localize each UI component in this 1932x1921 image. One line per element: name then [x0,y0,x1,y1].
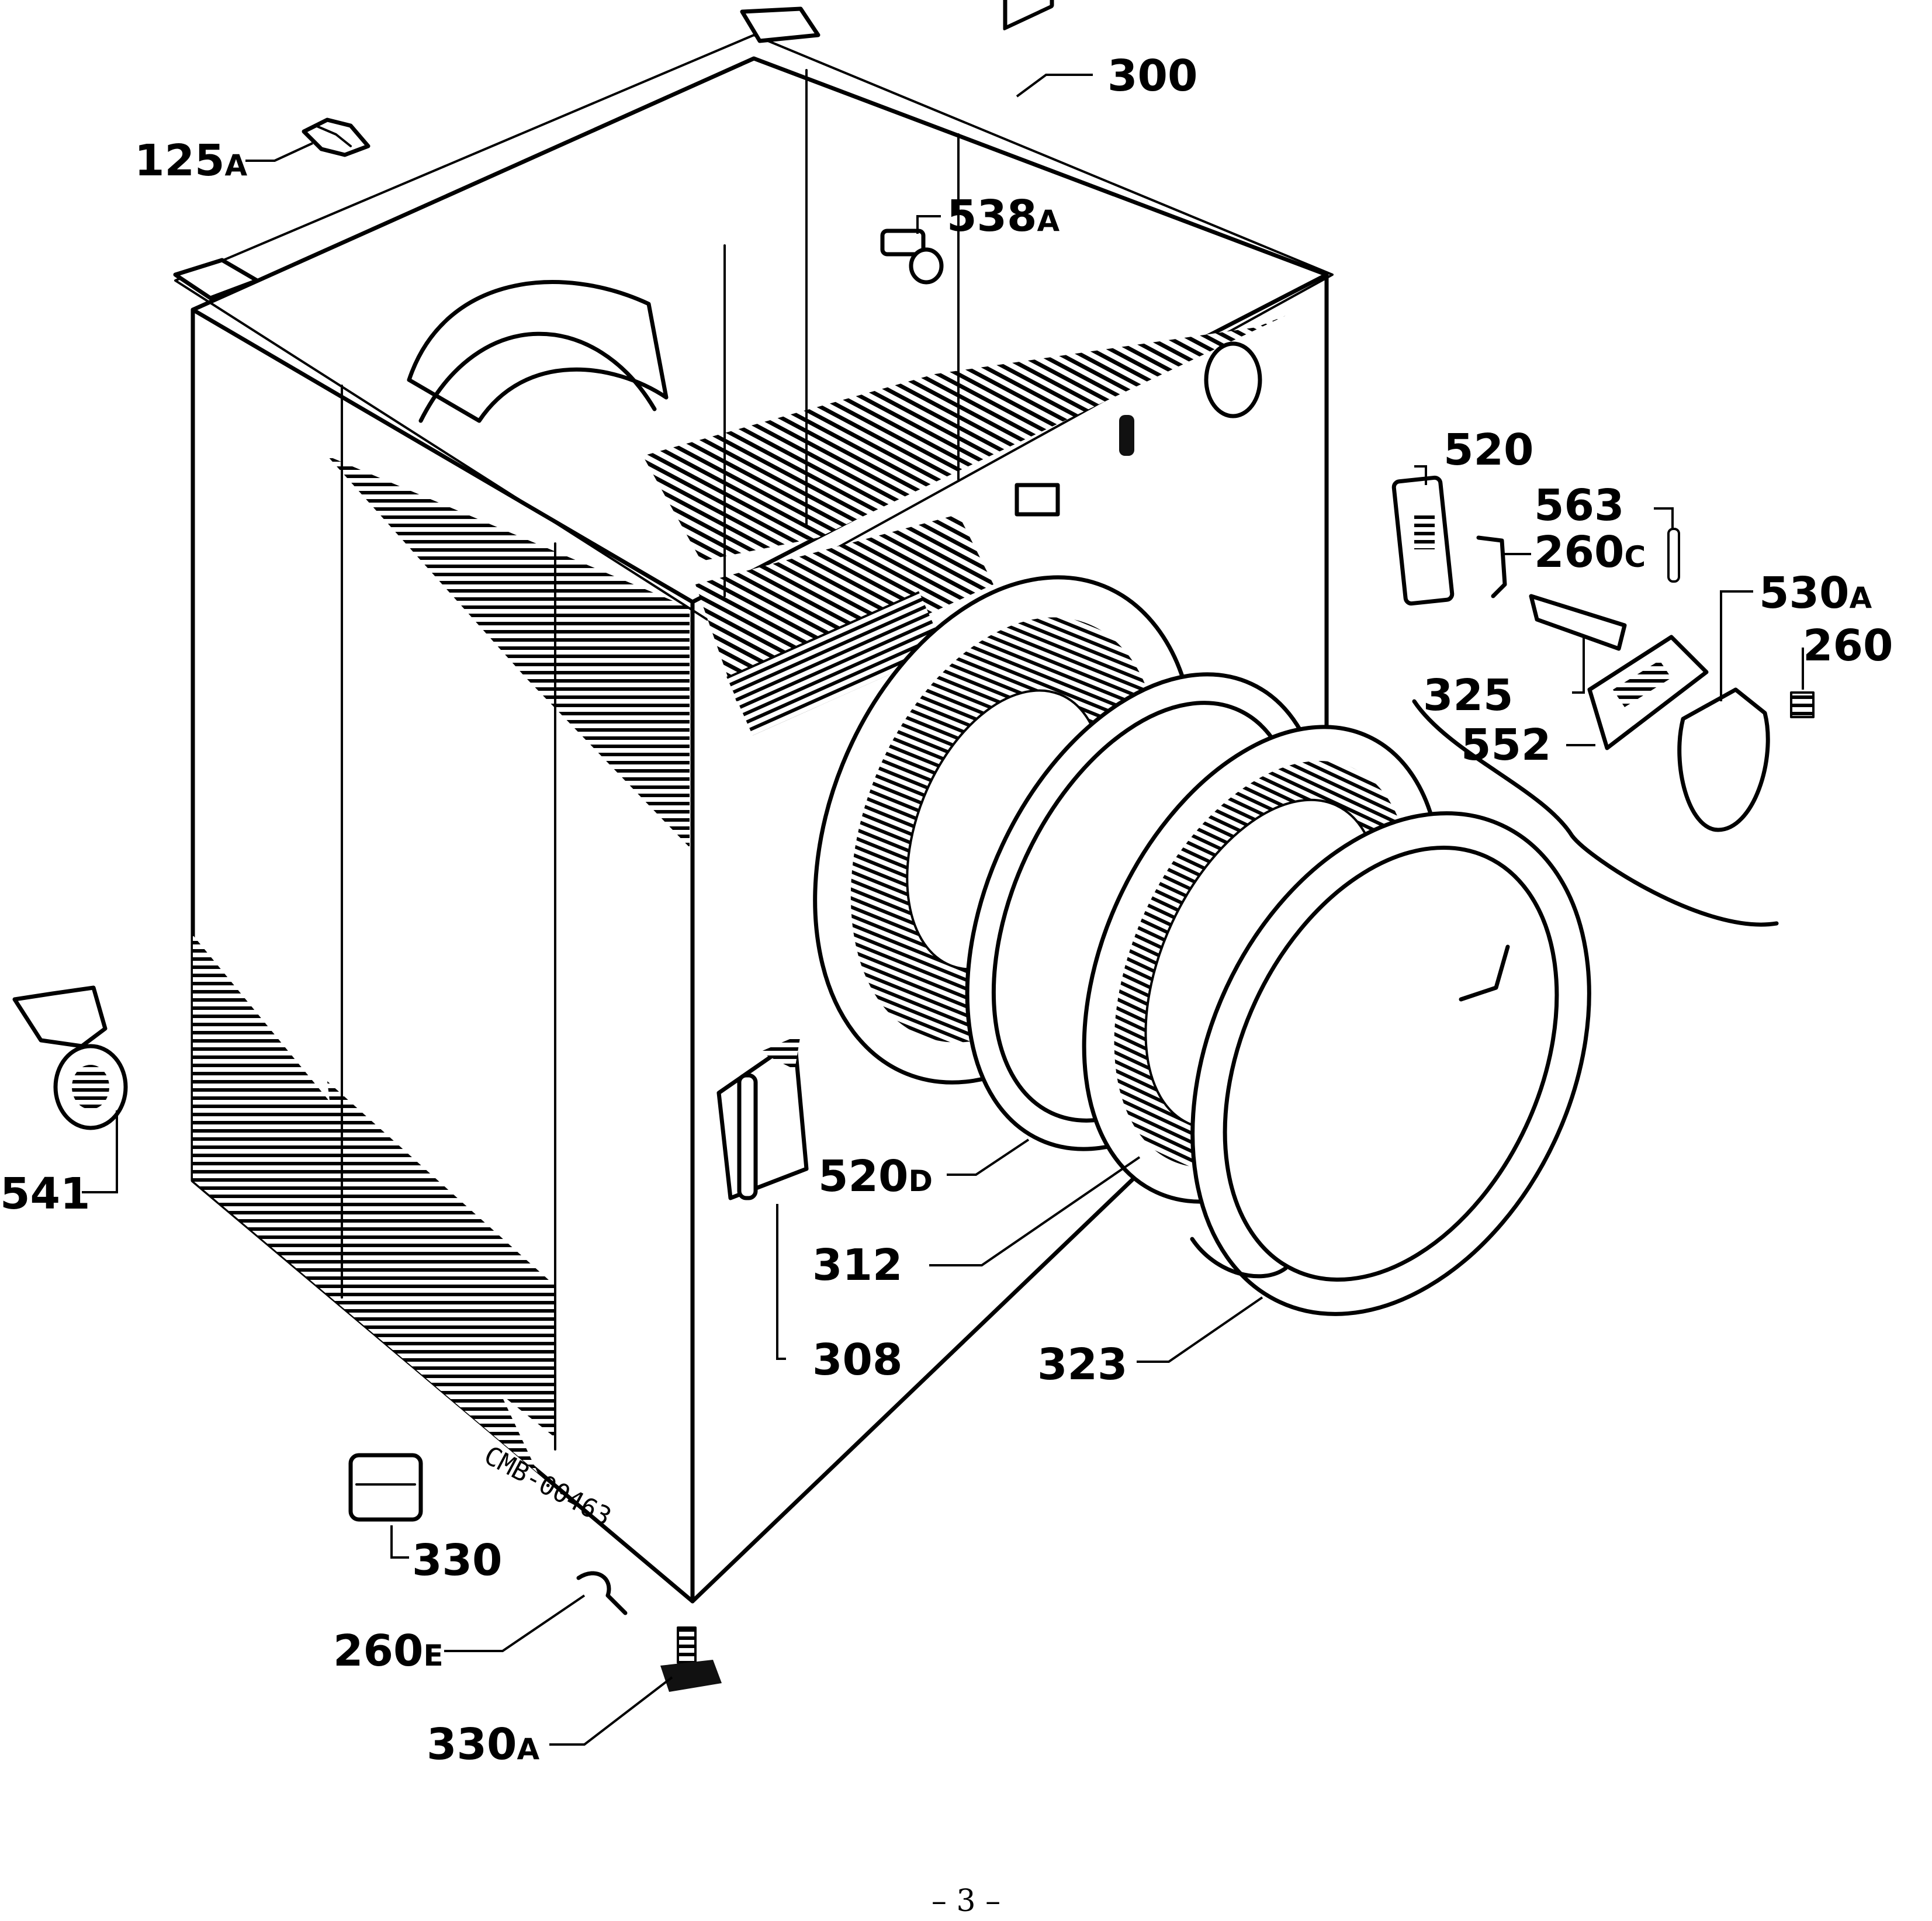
leader-541 [82,1110,118,1193]
label-520: 520 [1443,425,1533,475]
door-hinge-308 [716,1034,809,1200]
leader-520 [1414,465,1427,485]
interior-dark-lower [695,514,993,701]
label-520d: 520D [818,1151,933,1202]
leader-308 [776,1204,786,1360]
rear-support-arch [418,331,657,423]
part-538a-plug [880,229,944,285]
detail-separator-line [1412,699,1779,927]
part-260e-clip [576,1571,628,1615]
part-541-valve [12,985,128,1130]
pin-563 [1667,528,1680,583]
label-538a: 538A [947,191,1060,241]
label-308: 308 [812,1335,902,1385]
left-panel-shading-lower [327,1081,555,1438]
leader-330 [390,1525,409,1559]
leader-312 [929,1156,1141,1266]
label-530a: 530A [1759,568,1872,618]
label-260e: 260E [333,1626,444,1676]
leader-lines [82,74,1804,1746]
label-125a: 125A [134,136,247,186]
leader-323 [1137,1296,1263,1363]
label-563: 563 [1534,480,1624,531]
label-260c: 260C [1534,527,1646,577]
label-541: 541 [0,1169,90,1219]
leader-125a [245,142,313,162]
leader-530a [1720,590,1753,701]
leader-538a [916,215,941,234]
top-frame-inner-rim [191,56,1329,312]
label-300: 300 [1107,51,1197,101]
detergent-drawer-opening [726,591,945,736]
page-number: – 3 – [932,1884,1000,1919]
switch-slot [1015,483,1060,517]
label-325: 325 [1423,670,1513,721]
indicator-slot [1119,415,1134,456]
door-ring-323 [1190,811,1591,1316]
rear-drum-support [407,280,669,423]
label-330: 330 [412,1535,502,1586]
cabinet-assembly [173,0,1334,1604]
leader-563 [1654,507,1674,529]
part-labels: 300 125A 538A 520 563 260C 530A 260 325 … [0,51,1893,1770]
lever-325 [1529,594,1627,651]
spring-260 [1790,691,1815,718]
leader-520d [947,1138,1030,1176]
cabinet-left-panel [191,307,695,1604]
handle-530a [1677,687,1770,832]
leader-260e [444,1594,586,1652]
cabinet-top-frame [174,34,1334,621]
part-125a-clip [302,117,371,157]
cabinet-interior-shading [643,316,1286,561]
part-330-foot-cap [348,1453,423,1522]
label-330a: 330A [427,1719,539,1770]
control-knob-opening [1204,341,1262,418]
top-bracket-left [173,258,259,300]
part-330a-foot [660,1626,722,1692]
top-bracket-rear [740,6,820,43]
label-323: 323 [1037,1339,1127,1390]
leader-325 [1572,637,1585,694]
leader-300 [1016,74,1093,98]
leader-330a [549,1676,673,1746]
door-lock-detail [1391,475,1815,927]
label-260: 260 [1803,621,1893,671]
left-panel-shading-top [327,456,690,847]
label-552: 552 [1461,720,1551,770]
clip-260c [1476,535,1507,598]
control-panel-slot [1003,0,1054,30]
label-312: 312 [812,1240,902,1290]
